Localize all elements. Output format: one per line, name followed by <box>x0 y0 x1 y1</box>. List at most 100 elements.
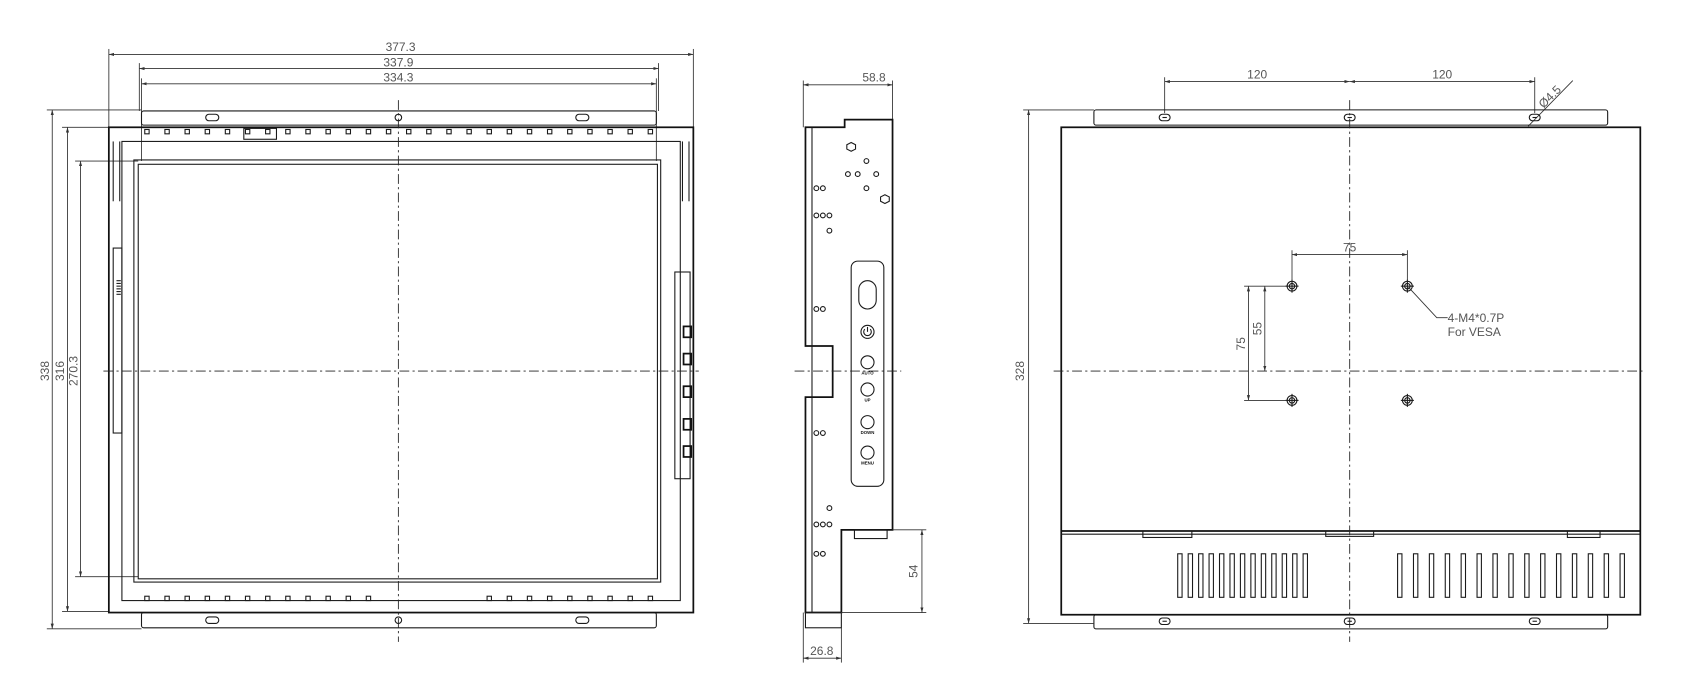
mounting-hole <box>854 171 861 178</box>
dim-screen-height: 270.3 <box>66 356 80 386</box>
dim-lower-depth: 26.8 <box>810 644 834 658</box>
frame-tab <box>144 595 150 602</box>
vent-slot <box>1412 553 1419 598</box>
vent-slot <box>1229 553 1235 598</box>
vent-slot <box>1177 553 1183 598</box>
frame-tab <box>325 128 331 135</box>
power-button[interactable] <box>860 324 875 339</box>
frame-tab <box>526 595 533 602</box>
vesa-screw-hole <box>1285 393 1299 407</box>
vent-slot <box>1281 553 1288 598</box>
frame-tab <box>426 128 432 135</box>
side-port <box>682 385 693 398</box>
vent-slot <box>1540 553 1546 598</box>
dim-hole-spacing-right: 120 <box>1432 67 1452 81</box>
screen-outer <box>133 159 662 583</box>
side-port <box>853 529 888 540</box>
frame-tab <box>446 128 452 135</box>
vent-slot <box>1603 553 1610 598</box>
frame-tab <box>506 595 513 602</box>
vesa-screw-hole <box>1400 279 1414 293</box>
mounting-hole <box>813 185 820 192</box>
osd-button-auto[interactable]: AUTO <box>860 355 875 375</box>
frame-tab <box>244 595 251 602</box>
bracket-hole <box>1158 113 1171 122</box>
mounting-hole <box>819 430 826 436</box>
dim-overall-height: 338 <box>38 361 52 381</box>
vent-slot <box>1587 553 1594 598</box>
mounting-hole <box>826 227 833 234</box>
frame-tab <box>486 595 492 602</box>
frame-tab <box>265 595 271 602</box>
vent-slot <box>1571 553 1578 598</box>
side-port <box>682 418 693 431</box>
vent-slot <box>1302 553 1309 598</box>
rear-top-bracket <box>1093 109 1609 126</box>
frame-tab <box>546 128 553 135</box>
osd-button-label: UP <box>864 397 870 402</box>
osd-button-down[interactable]: DOWN <box>860 415 875 435</box>
frame-tab <box>164 595 170 602</box>
vesa-callout-line2: For VESA <box>1448 325 1501 339</box>
side-rail <box>112 247 123 434</box>
mounting-hole <box>844 171 851 178</box>
dim-vesa-height: 75 <box>1234 337 1248 351</box>
ir-sensor-window <box>858 280 877 310</box>
frame-tab <box>405 128 412 135</box>
vent-slot <box>1428 553 1435 598</box>
rear-port <box>1566 530 1601 539</box>
mounting-hole <box>863 185 870 192</box>
frame-tab <box>365 128 372 135</box>
side-port <box>682 352 693 366</box>
top-connector <box>243 127 278 140</box>
frame-tab <box>607 595 613 602</box>
slot-hole <box>575 113 590 122</box>
dim-vesa-width: 75 <box>1343 240 1357 254</box>
side-port <box>682 325 693 339</box>
vesa-callout-line1: 4-M4*0.7P <box>1448 311 1505 325</box>
osd-button-label: MENU <box>861 461 874 466</box>
osd-button-label: DOWN <box>861 430 875 435</box>
dim-hole-spacing-left: 120 <box>1247 67 1267 81</box>
bracket-hole <box>1528 617 1541 626</box>
mounting-hole <box>813 212 820 219</box>
vent-slot <box>1444 553 1451 598</box>
frame-tab <box>325 595 331 602</box>
vesa-screw-hole <box>1285 279 1299 293</box>
vent-slot <box>1292 553 1298 598</box>
dim-rear-height: 328 <box>1013 361 1027 381</box>
dim-overall-width: 377.3 <box>386 40 416 54</box>
vent-slot <box>1239 553 1246 598</box>
frame-tab <box>144 128 150 135</box>
mounting-hole <box>813 430 820 436</box>
frame-tab <box>647 595 654 602</box>
vesa-screw-hole <box>1400 393 1414 407</box>
frame-tab <box>546 595 553 602</box>
mounting-hole <box>826 505 833 512</box>
osd-button-label: AUTO <box>861 370 874 375</box>
control-panel <box>850 260 885 487</box>
frame-tab <box>204 595 211 602</box>
osd-button-menu[interactable]: MENU <box>860 445 875 466</box>
frame-tab <box>466 128 472 135</box>
mounting-hole <box>863 158 870 164</box>
osd-button-up[interactable]: UP <box>860 382 875 402</box>
screen-active-area <box>137 163 658 580</box>
vent-slot <box>1271 553 1277 598</box>
frame-tab <box>184 595 190 602</box>
side-connector-block <box>674 271 691 480</box>
slot-hole <box>575 616 590 624</box>
front-view: 377.3 337.9 334.3 338 316 270.3 <box>38 40 699 642</box>
dim-depth: 58.8 <box>862 71 886 85</box>
frame-tab <box>305 128 311 135</box>
vent-slot <box>1187 553 1194 598</box>
mounting-hole <box>819 521 826 528</box>
vent-slot <box>1397 553 1403 598</box>
rear-view: 120 120 Ø4.5 328 75 75 55 4-M4*0.7P For … <box>1013 67 1646 642</box>
frame-tab <box>265 128 271 135</box>
bracket-hole <box>1528 113 1541 122</box>
hex-screw <box>880 194 890 205</box>
mounting-hole <box>819 212 826 219</box>
